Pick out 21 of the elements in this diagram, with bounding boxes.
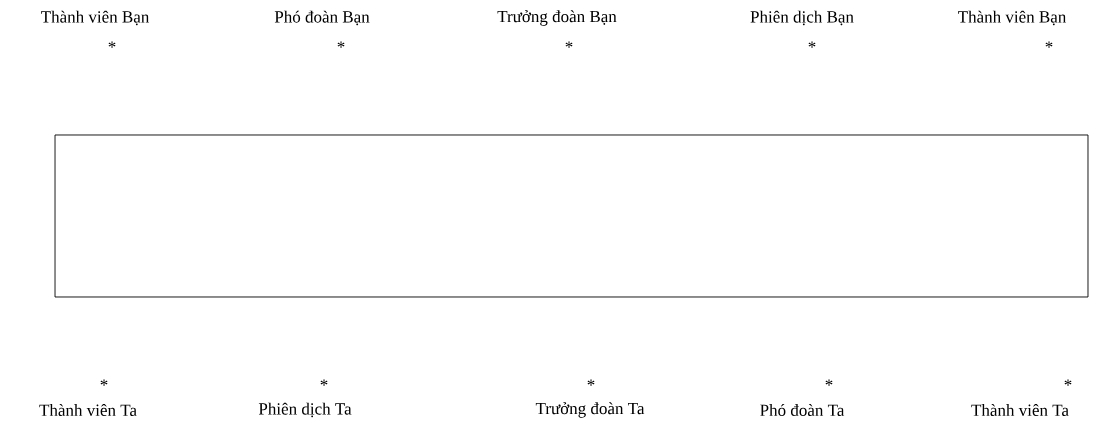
seat-label: Thành viên Bạn <box>41 10 150 26</box>
seat-mark: * <box>1064 379 1072 386</box>
seat-label: Thành viên Ta <box>971 404 1069 416</box>
seat-mark: * <box>587 379 595 386</box>
seat-mark: * <box>320 379 328 386</box>
seat-label: Phiên dịch Bạn <box>750 10 854 26</box>
table-box <box>54 134 1089 298</box>
seat-mark: * <box>808 41 816 48</box>
seat-label: Phiên dịch Ta <box>258 402 352 418</box>
seat-label: Thành viên Ta <box>39 404 137 416</box>
seat-label: Trưởng đoàn Ta <box>535 402 645 418</box>
seat-mark: * <box>1045 41 1053 48</box>
seat-mark: * <box>565 41 573 48</box>
seat-mark: * <box>100 379 108 386</box>
seat-label: Thành viên Bạn <box>958 10 1067 26</box>
seat-mark: * <box>825 379 833 386</box>
seat-label: Phó đoàn Ta <box>760 404 845 416</box>
seat-mark: * <box>108 41 116 48</box>
seat-label: Trưởng đoàn Bạn <box>497 10 617 26</box>
seat-mark: * <box>337 41 345 48</box>
seat-label: Phó đoàn Bạn <box>274 10 370 26</box>
